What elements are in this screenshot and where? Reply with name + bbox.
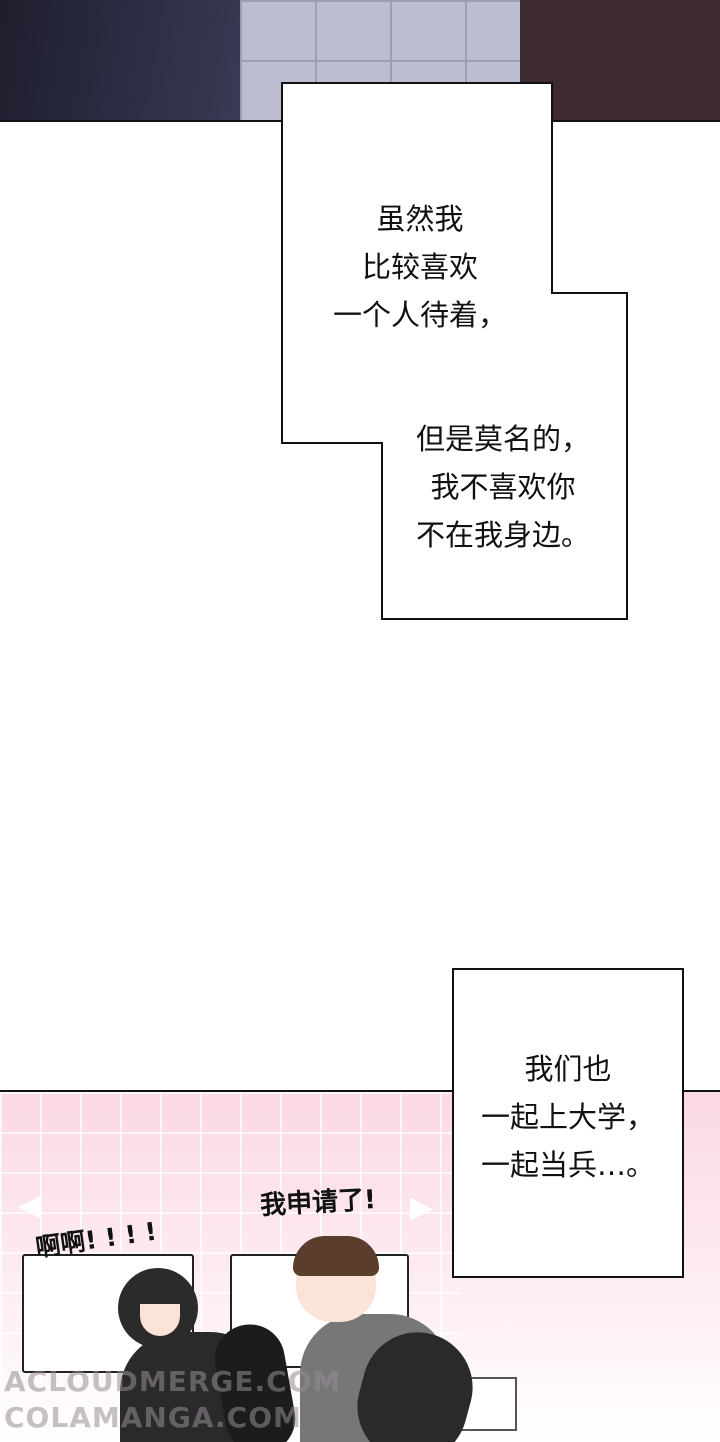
caption-line: 一起当兵…。: [480, 1148, 655, 1182]
caption-line: 比较喜欢: [361, 250, 478, 284]
caption-line: 一起上大学，: [480, 1100, 655, 1134]
caption-box-bottom: [452, 968, 684, 1278]
caption-line: 虽然我: [376, 202, 464, 236]
caption-box-top: [281, 82, 628, 620]
watermark-line: COLAMANGA.COM: [4, 1401, 302, 1434]
person-left-face: [140, 1304, 180, 1336]
caption-bottom-text: 我们也 一起上大学， 一起当兵…。: [458, 1045, 678, 1189]
caption-line: 一个人待着，: [332, 298, 507, 332]
caption-top-part-a: 虽然我 比较喜欢 一个人待着，: [290, 195, 550, 339]
caption-line: 但是莫名的，: [415, 422, 590, 456]
sparkle-icon: ◀: [18, 1188, 42, 1223]
dark-coat-shape: [0, 0, 250, 120]
sparkle-icon: ▶: [410, 1190, 434, 1225]
sfx-i-applied: 我申请了!: [259, 1184, 377, 1222]
person-right-hair: [293, 1236, 379, 1276]
caption-line: 我们也: [524, 1052, 612, 1086]
caption-line: 不在我身边。: [415, 518, 590, 552]
caption-top-part-b: 但是莫名的， 我不喜欢你 不在我身边。: [388, 415, 618, 559]
dark-door: [520, 0, 720, 120]
caption-line: 我不喜欢你: [430, 470, 576, 504]
watermark: ACLOUDMERGE.COM COLAMANGA.COM: [4, 1364, 341, 1436]
watermark-line: ACLOUDMERGE.COM: [4, 1365, 342, 1398]
